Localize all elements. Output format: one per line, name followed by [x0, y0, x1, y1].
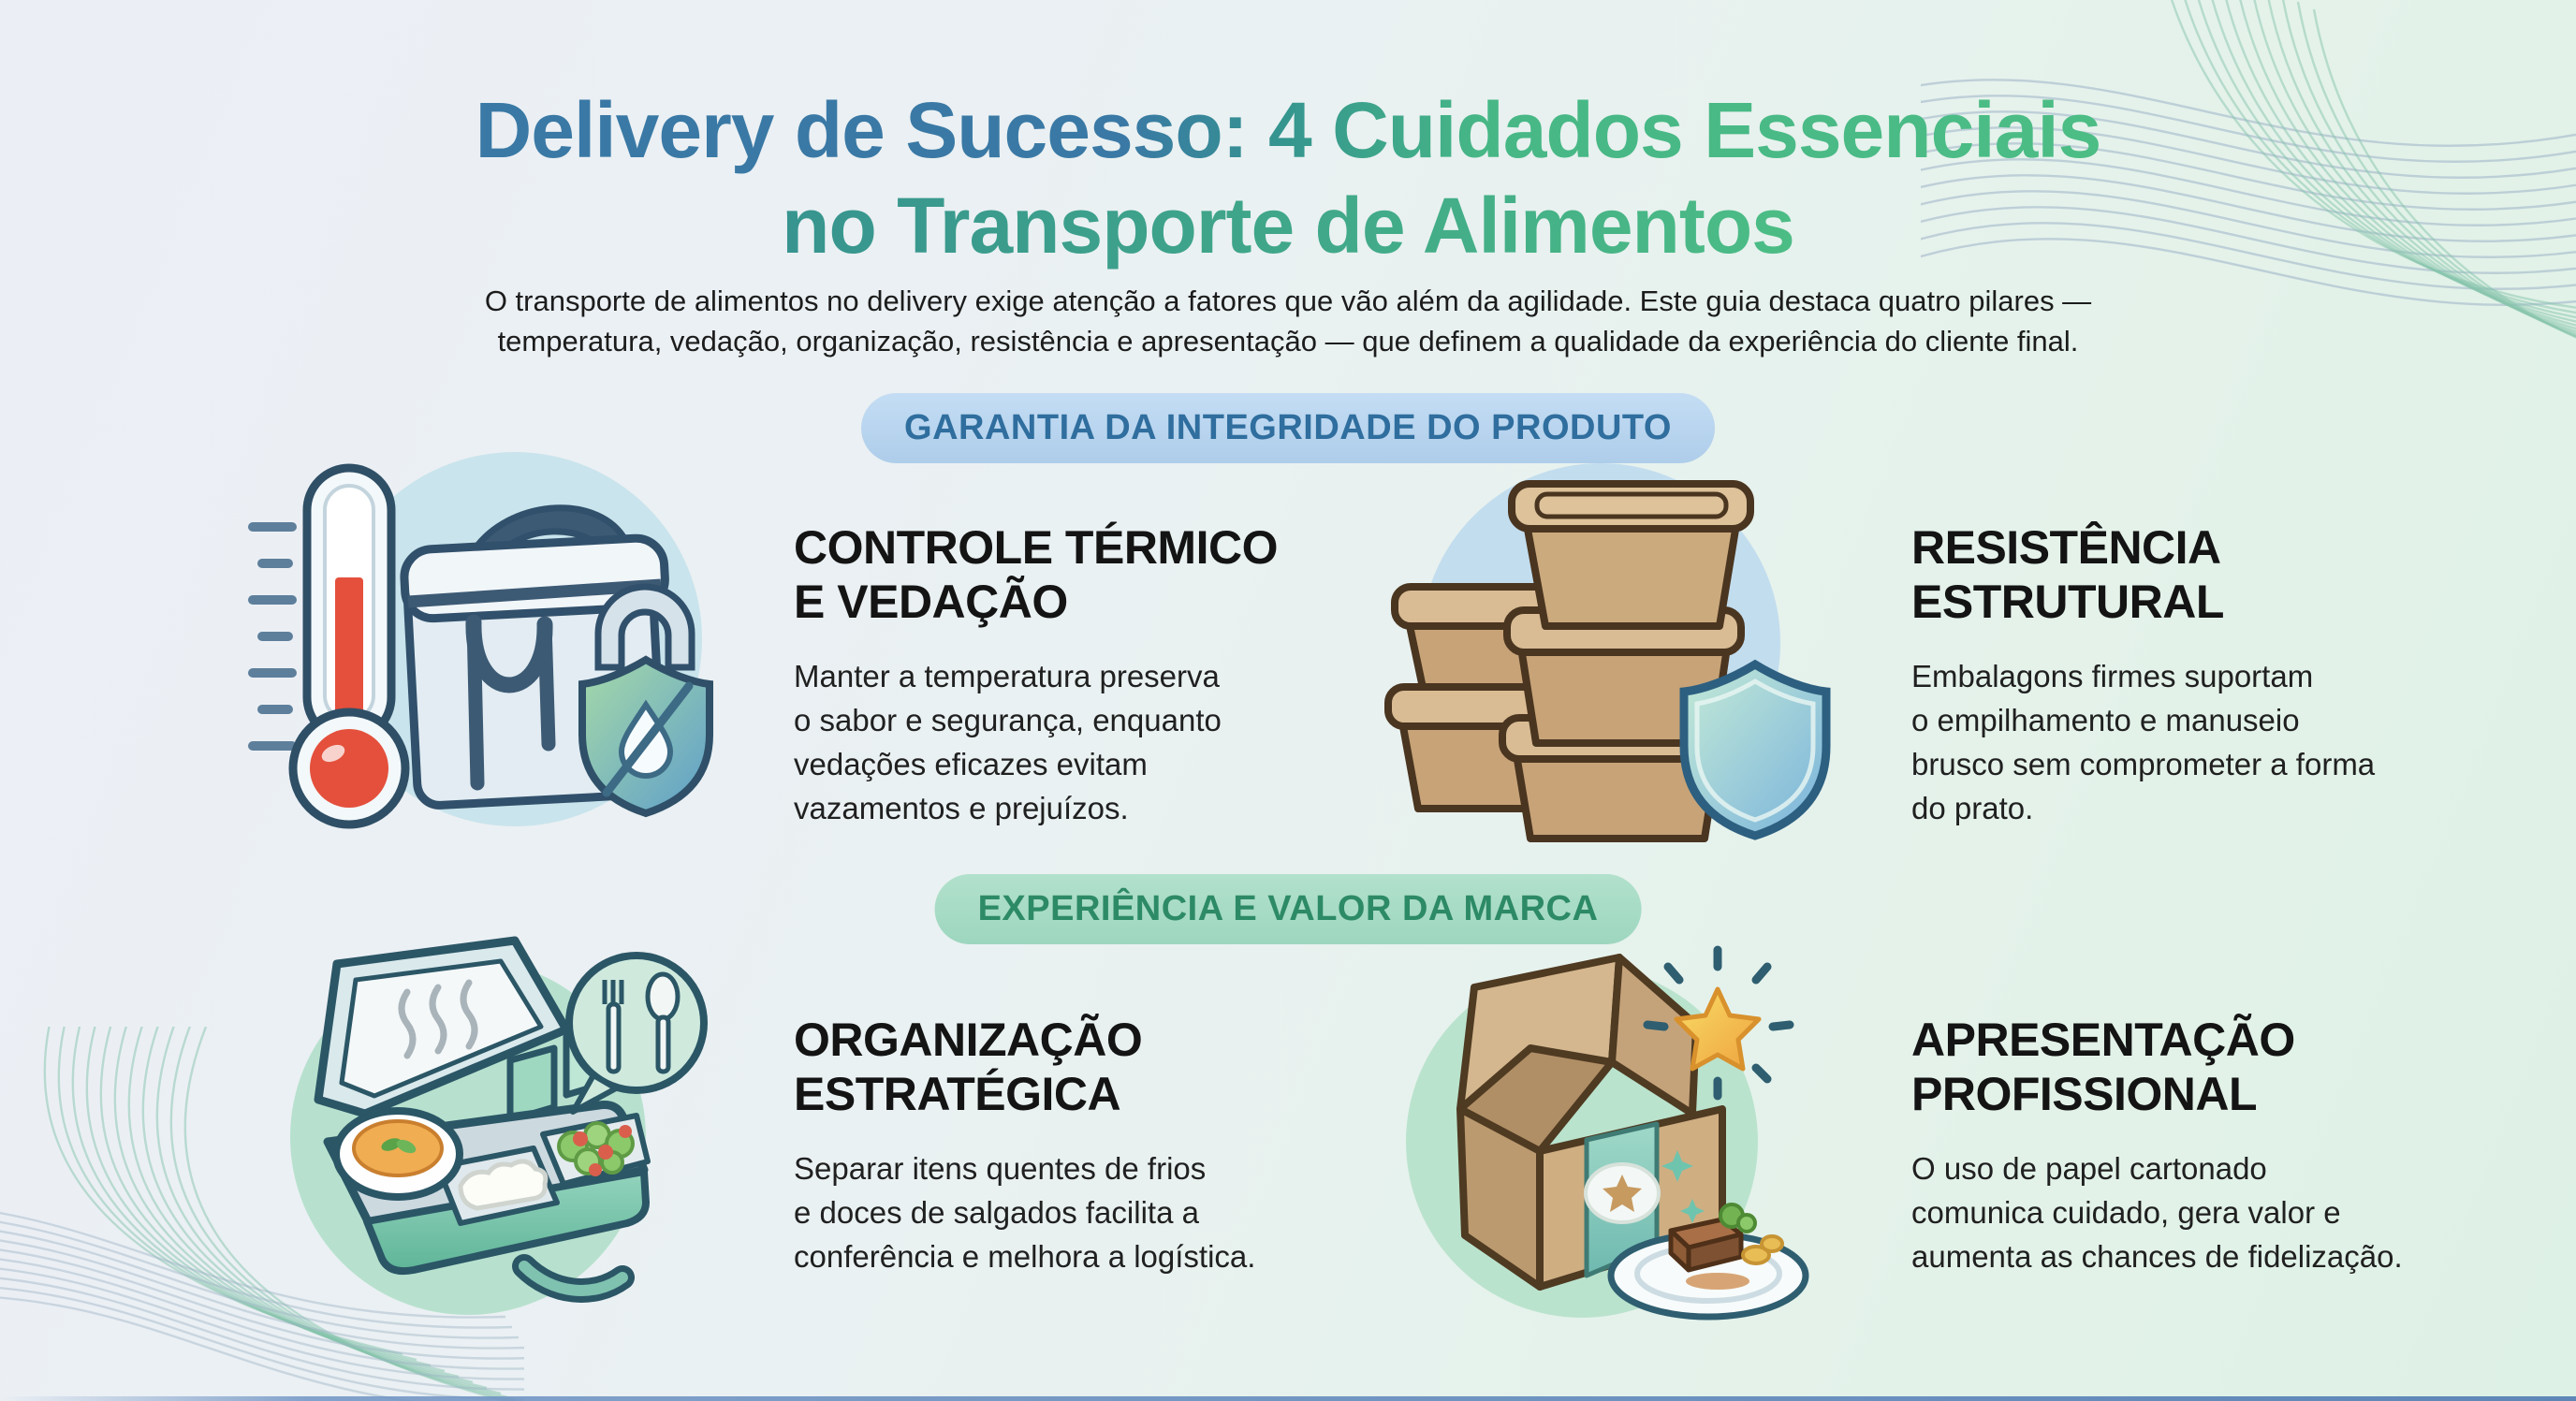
card-strategic-organization: ORGANIZAÇÃO ESTRATÉGICA Separar itens qu…: [794, 1013, 1383, 1279]
card-body: O uso de papel cartonado comunica cuidad…: [1911, 1151, 2403, 1274]
card-title: RESISTÊNCIA ESTRUTURAL: [1911, 521, 2224, 628]
page-intro: O transporte de alimentos no delivery ex…: [484, 285, 2092, 358]
bento-lunchbox-icon: [225, 922, 711, 1334]
card-body: Separar itens quentes de frios e doces d…: [794, 1151, 1256, 1274]
page-title-line2: no Transporte de Alimentos: [782, 178, 1795, 273]
card-thermal-control: CONTROLE TÉRMICO E VEDAÇÃO Manter a temp…: [794, 520, 1383, 830]
thermometer-cooler-bag-icon: [234, 435, 721, 847]
card-body: Embalagons firmes suportam o empilhament…: [1911, 659, 2376, 825]
card-title: ORGANIZAÇÃO ESTRATÉGICA: [794, 1014, 1143, 1120]
branded-delivery-box-icon: [1348, 922, 1835, 1334]
card-professional-presentation: APRESENTAÇÃO PROFISSIONAL O uso de papel…: [1911, 1013, 2501, 1279]
section-badge-integrity: GARANTIA DA INTEGRIDADE DO PRODUTO: [861, 393, 1715, 463]
section-badge-brand: EXPERIÊNCIA E VALOR DA MARCA: [934, 874, 1642, 944]
stacked-containers-shield-icon: [1362, 432, 1849, 844]
card-title: APRESENTAÇÃO PROFISSIONAL: [1911, 1014, 2295, 1120]
bottom-border-line: [0, 1396, 2576, 1401]
page-title: Delivery de Sucesso: 4 Cuidados Essencia…: [0, 82, 2576, 274]
card-body: Manter a temperatura preserva o sabor e …: [794, 659, 1222, 825]
card-title: CONTROLE TÉRMICO E VEDAÇÃO: [794, 521, 1278, 628]
card-structural-resistance: RESISTÊNCIA ESTRUTURAL Embalagons firmes…: [1911, 520, 2501, 830]
page-title-line1: Delivery de Sucesso: 4 Cuidados Essencia…: [476, 82, 2102, 178]
